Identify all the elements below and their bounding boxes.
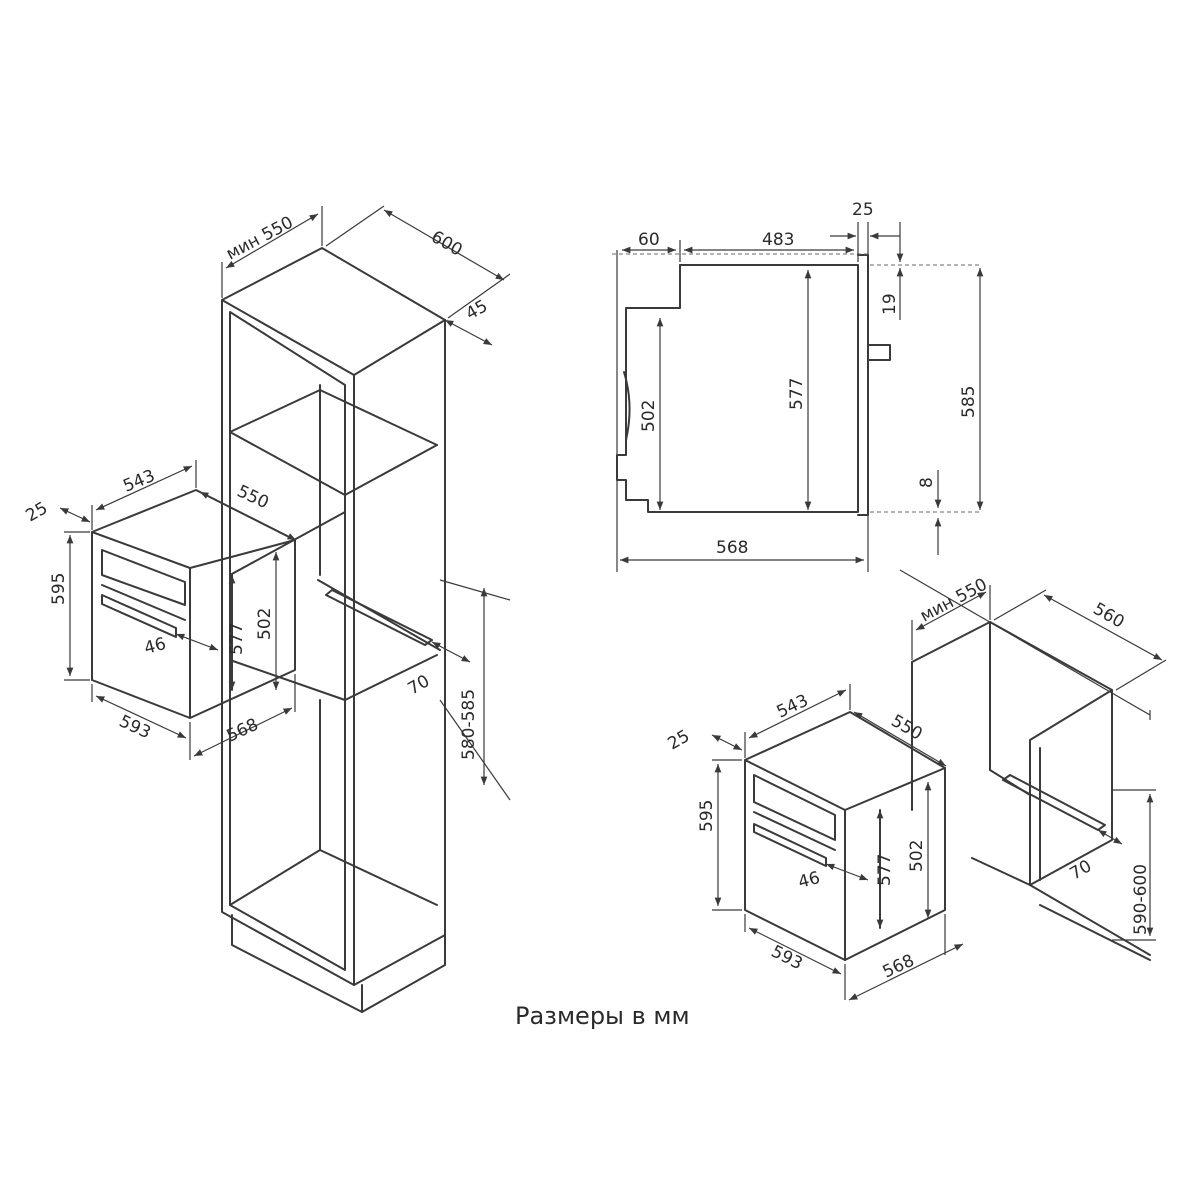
label-595-counter: 595 [697,800,717,832]
label-600: 600 [428,227,466,261]
label-8: 8 [917,477,937,488]
label-502-counter: 502 [907,840,927,872]
label-70-counter: 70 [1067,856,1096,884]
caption: Размеры в мм [515,1002,690,1030]
label-45: 45 [463,296,492,324]
oven-counter [744,711,946,961]
label-577-side: 577 [787,378,807,410]
label-60: 60 [638,230,660,250]
tall-cabinet [221,247,446,1013]
label-577-counter: 577 [875,854,895,886]
side-view-dimensions: 60 483 25 19 577 502 585 8 568 [612,200,984,572]
label-550: 550 [234,481,272,513]
label-543-counter: 543 [774,691,812,723]
label-585: 585 [959,386,979,418]
label-595: 595 [49,573,69,605]
under-counter-dimensions: мин 550 560 590-600 70 [899,569,1167,941]
label-25-side: 25 [852,200,874,220]
label-min550-counter: мин 550 [917,575,991,627]
label-502: 502 [255,608,275,640]
label-46: 46 [142,634,168,659]
label-25-counter: 25 [665,726,694,754]
label-483: 483 [762,230,794,250]
label-25: 25 [23,498,52,526]
label-580-585: 580-585 [459,689,479,760]
under-counter-cabinet [911,621,1151,961]
label-590-600: 590-600 [1131,864,1151,935]
label-70: 70 [405,671,434,699]
oven-side-view [616,254,891,516]
label-min550: мин 550 [223,213,297,265]
label-560: 560 [1090,599,1128,633]
label-19: 19 [880,293,900,315]
label-543: 543 [120,466,158,497]
label-550-counter: 550 [888,711,926,745]
oven-counter-dimensions: 543 550 25 595 502 577 46 593 568 [665,684,964,1001]
label-502-side: 502 [639,400,659,432]
label-46-counter: 46 [796,868,822,893]
label-577: 577 [227,623,247,655]
label-568-side: 568 [716,538,748,558]
label-568-counter: 568 [880,951,918,983]
label-593-counter: 593 [768,942,806,975]
label-593: 593 [116,711,154,743]
